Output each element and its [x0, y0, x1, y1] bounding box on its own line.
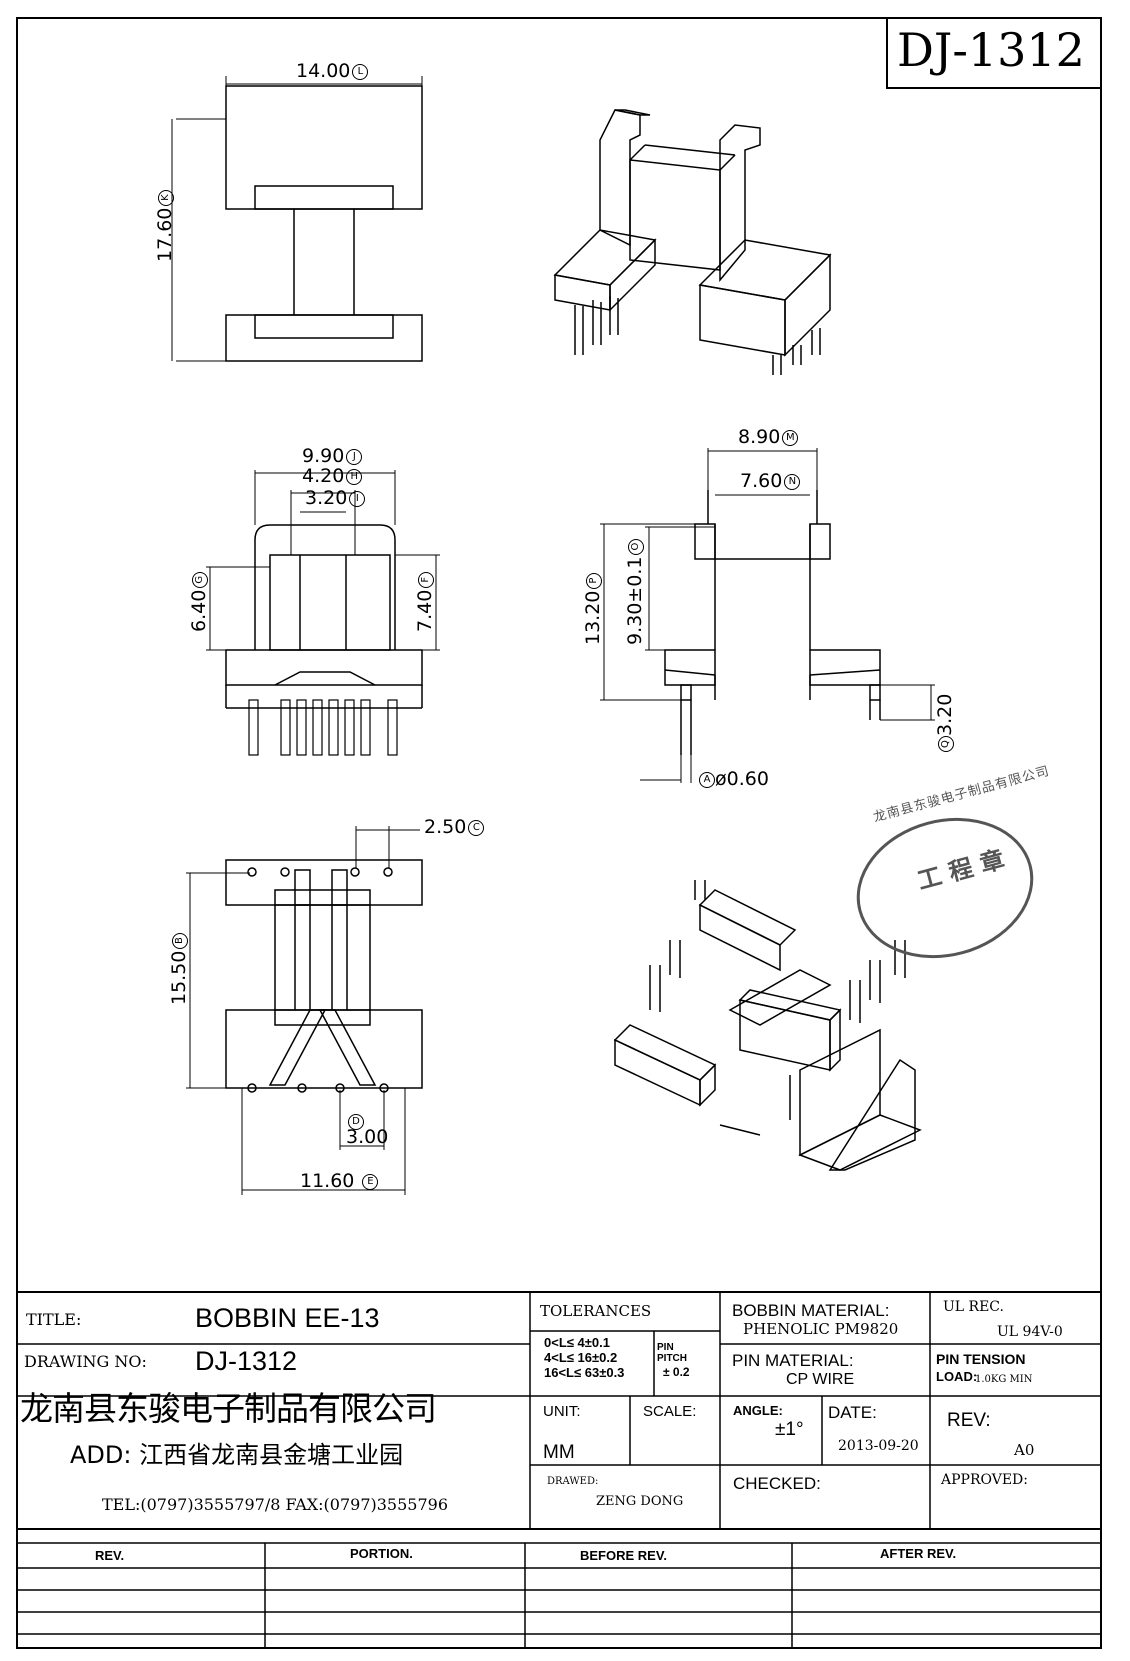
- drawed-value: ZENG DONG: [596, 1494, 684, 1509]
- rev-value: A0: [1014, 1441, 1035, 1459]
- title-block-grid: [17, 1291, 1101, 1648]
- dim-f: 7.40F: [414, 571, 436, 632]
- dim-g: 6.40G: [188, 571, 210, 632]
- pin-material-label: PIN MATERIAL:: [732, 1351, 854, 1370]
- dim-d: 3.00: [346, 1126, 389, 1148]
- dim-d-tag: D: [346, 1112, 364, 1131]
- rev-label: REV:: [947, 1410, 991, 1431]
- unit-label: UNIT:: [543, 1403, 581, 1420]
- company-address: ADD: 江西省龙南县金塘工业园: [70, 1441, 404, 1469]
- drawing-no-value: DJ-1312: [195, 1346, 298, 1376]
- drawing-number-box: DJ-1312: [897, 23, 1085, 77]
- pin-material-value: CP WIRE: [786, 1371, 855, 1388]
- bobbin-material-label: BOBBIN MATERIAL:: [732, 1301, 890, 1320]
- pin-tension-load: LOAD:: [936, 1369, 978, 1384]
- front-view: [206, 470, 440, 756]
- isometric-view-bottom: [613, 880, 922, 1171]
- bottom-view: [186, 826, 423, 1195]
- title-value: BOBBIN EE-13: [195, 1303, 380, 1333]
- rev-table-header-rev: REV.: [95, 1548, 125, 1563]
- angle-label: ANGLE:: [733, 1403, 783, 1418]
- company-name: 龙南县东骏电子制品有限公司: [20, 1389, 437, 1428]
- tolerances-label: TOLERANCES: [540, 1302, 652, 1320]
- unit-value: MM: [543, 1442, 575, 1463]
- top-view: [171, 76, 423, 362]
- bobbin-material-value: PHENOLIC PM9820: [743, 1320, 899, 1338]
- isometric-view-top: [553, 109, 832, 375]
- pin-pitch-label: PIN PITCH: [657, 1342, 687, 1364]
- rev-table-header-portion: PORTION.: [350, 1546, 413, 1561]
- tol-line-1: 0<L≤ 4±0.1: [544, 1335, 610, 1350]
- pin-tension-label: PIN TENSION: [936, 1351, 1026, 1367]
- date-label: DATE:: [828, 1403, 877, 1422]
- dim-k: 17.60K: [154, 189, 176, 262]
- date-value: 2013-09-20: [838, 1438, 919, 1454]
- dim-e: 11.60 E: [300, 1172, 379, 1191]
- stamp-company-arc: 龙南县东骏电子制品有限公司: [871, 763, 1052, 826]
- rev-table-header-after: AFTER REV.: [880, 1546, 957, 1561]
- side-view: [600, 448, 935, 783]
- dim-p: 13.20P: [582, 572, 604, 645]
- ul-rec-label: UL REC.: [943, 1299, 1004, 1315]
- approved-label: APPROVED:: [941, 1472, 1028, 1488]
- tol-line-2: 4<L≤ 16±0.2: [544, 1350, 618, 1365]
- dim-b: 15.50B: [168, 932, 190, 1005]
- dim-q: Q3.20: [934, 694, 956, 754]
- title-label: TITLE:: [26, 1310, 82, 1329]
- checked-label: CHECKED:: [733, 1474, 821, 1493]
- tol-line-3: 16<L≤ 63±0.3: [544, 1365, 625, 1380]
- company-tel-fax: TEL:(0797)3555797/8 FAX:(0797)3555796: [102, 1495, 448, 1514]
- angle-value: ±1°: [775, 1419, 804, 1440]
- scale-label: SCALE:: [643, 1403, 697, 1420]
- ul-rec-value: UL 94V-0: [997, 1324, 1063, 1340]
- engineering-stamp: [856, 817, 1034, 959]
- pin-tension-value: 1.0KG MIN: [975, 1374, 1033, 1385]
- drawed-label: DRAWED:: [547, 1476, 599, 1487]
- rev-table-header-before: BEFORE REV.: [580, 1548, 667, 1563]
- stamp-label: 工 程 章: [914, 845, 1008, 896]
- drawing-no-label: DRAWING NO:: [24, 1352, 147, 1371]
- dim-o: 9.30±0.1O: [624, 538, 646, 645]
- pin-pitch-value: ± 0.2: [663, 1365, 690, 1379]
